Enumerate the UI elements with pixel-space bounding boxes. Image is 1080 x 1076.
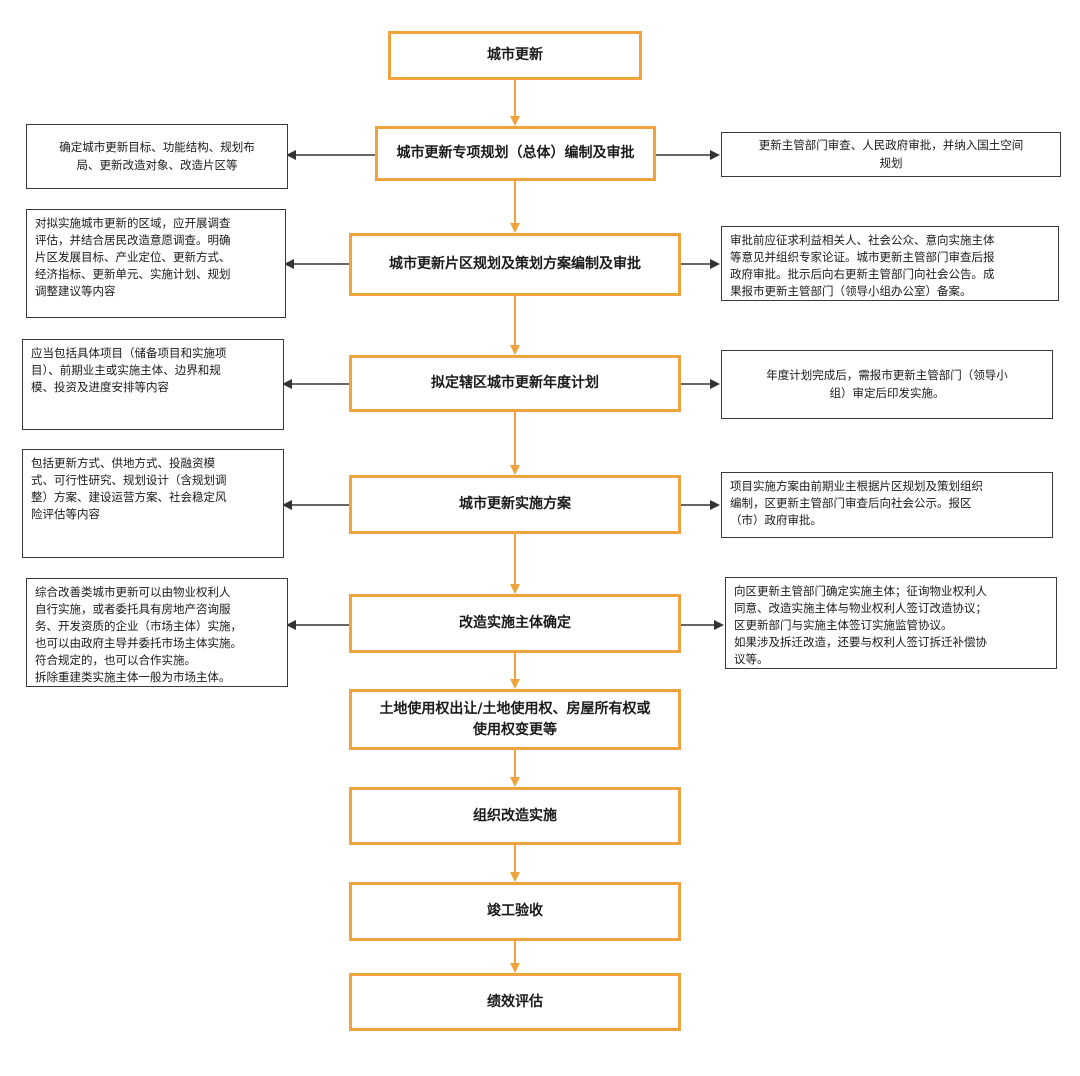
right-note-5: 向区更新主管部门确定实施主体；征询物业权利人 同意、改造实施主体与物业权利人签订… <box>725 577 1057 669</box>
left-note-1: 确定城市更新目标、功能结构、规划布 局、更新改造对象、改造片区等 <box>26 124 288 189</box>
step-implementer-determination: 改造实施主体确定 <box>349 594 681 653</box>
left-note-5: 综合改善类城市更新可以由物业权利人 自行实施，或者委托具有房地产咨询服 务、开发… <box>26 578 288 687</box>
right-note-2: 审批前应征求利益相关人、社会公众、意向实施主体 等意见并组织专家论证。城市更新主… <box>721 226 1059 301</box>
left-note-2: 对拟实施城市更新的区域，应开展调查 评估，并结合居民改造意愿调查。明确 片区发展… <box>26 209 286 318</box>
right-note-1: 更新主管部门审查、人民政府审批，并纳入国土空间 规划 <box>721 132 1061 177</box>
step-completion-acceptance: 竣工验收 <box>349 882 681 941</box>
step-special-plan-approval: 城市更新专项规划（总体）编制及审批 <box>375 126 656 181</box>
step-performance-evaluation: 绩效评估 <box>349 973 681 1031</box>
step-land-rights-transfer: 土地使用权出让/土地使用权、房屋所有权或 使用权变更等 <box>349 689 681 750</box>
step-city-renewal: 城市更新 <box>388 31 642 80</box>
right-note-3: 年度计划完成后，需报市更新主管部门（领导小 组）审定后印发实施。 <box>721 350 1053 419</box>
left-note-3: 应当包括具体项目（储备项目和实施项 目）、前期业主或实施主体、边界和规 模、投资… <box>22 339 284 430</box>
left-note-4: 包括更新方式、供地方式、投融资模 式、可行性研究、规划设计（含规划调 整）方案、… <box>22 449 284 558</box>
right-note-4: 项目实施方案由前期业主根据片区规划及策划组织 编制，区更新主管部门审查后向社会公… <box>721 472 1053 538</box>
step-organize-implementation: 组织改造实施 <box>349 787 681 845</box>
step-district-plan-approval: 城市更新片区规划及策划方案编制及审批 <box>349 233 681 296</box>
step-annual-plan: 拟定辖区城市更新年度计划 <box>349 355 681 412</box>
step-implementation-plan: 城市更新实施方案 <box>349 475 681 534</box>
